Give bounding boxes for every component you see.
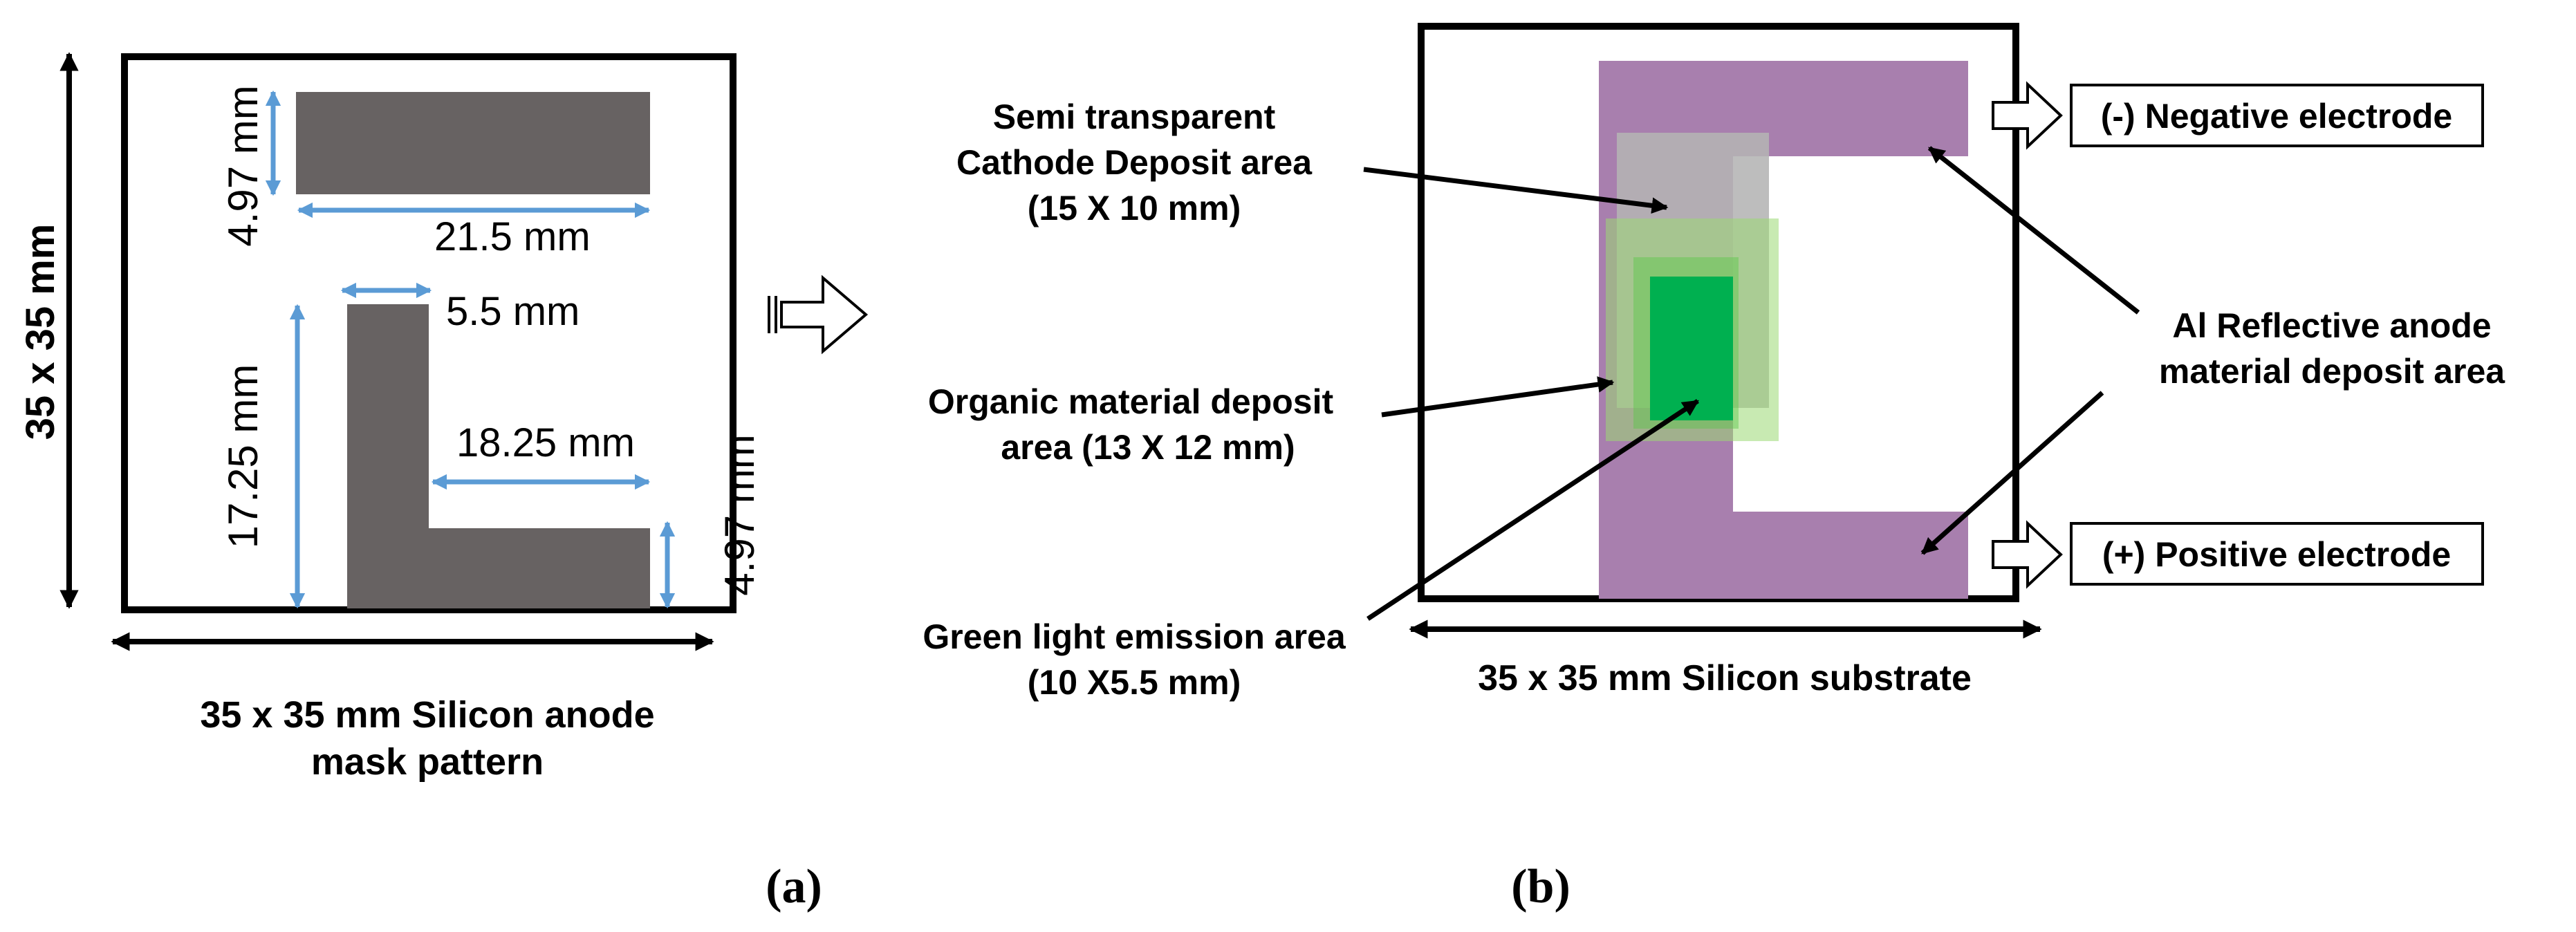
- cathode-label-line1: Semi transparent: [993, 97, 1276, 136]
- panel-a-caption-line1: 35 x 35 mm Silicon anode: [200, 694, 654, 736]
- anode-pointer-arrow-top: [1927, 146, 2140, 315]
- subfigure-label-b: (b): [1511, 860, 1570, 913]
- positive-electrode-label: (+) Positive electrode: [2102, 535, 2451, 574]
- height-dimension-label: 35 x 35 mm: [18, 224, 63, 440]
- emission-area: [1650, 277, 1733, 420]
- negative-electrode-arrow-icon: [1992, 81, 2063, 150]
- panel-b-caption: 35 x 35 mm Silicon substrate: [1478, 658, 1972, 698]
- cathode-label-line2: Cathode Deposit area: [956, 143, 1313, 182]
- leg-width-dim-label: 5.5 mm: [446, 289, 580, 334]
- arrow-right-icon: [768, 274, 869, 355]
- cathode-pointer-arrow: [1363, 167, 1669, 214]
- panel-a-caption-line2: mask pattern: [311, 741, 544, 783]
- organic-pointer-arrow: [1381, 376, 1615, 418]
- subfigure-label-a: (a): [766, 860, 822, 913]
- leg-height-dim-label: 17.25 mm: [220, 364, 266, 549]
- anode-label-line2: material deposit area: [2159, 352, 2505, 391]
- emission-label-line2: (10 X5.5 mm): [1028, 663, 1241, 702]
- negative-electrode-box: [2070, 84, 2484, 147]
- positive-electrode-box: [2070, 522, 2484, 586]
- top-width-dim-label: 21.5 mm: [434, 214, 591, 259]
- mask-l-shape: [347, 304, 650, 608]
- panel-a: 35 x 35 mm 4.97 mm 21.5 mm 5.5 mm 17.25 …: [18, 52, 822, 913]
- negative-electrode-label: (-) Negative electrode: [2101, 97, 2452, 136]
- anode-label-line1: Al Reflective anode: [2172, 306, 2491, 345]
- organic-label-line2: area (13 X 12 mm): [1001, 428, 1295, 467]
- organic-label-line1: Organic material deposit: [928, 382, 1334, 421]
- mask-top-bar: [296, 92, 650, 194]
- positive-electrode-arrow-icon: [1992, 520, 2063, 589]
- anode-bottom-bar: [1599, 512, 1968, 599]
- anode-pointer-arrow-bottom: [1920, 391, 2104, 555]
- emission-label-line1: Green light emission area: [923, 617, 1346, 656]
- cathode-label-line3: (15 X 10 mm): [1028, 189, 1241, 227]
- panel-b: Semi transparent Cathode Deposit area (1…: [923, 23, 2505, 913]
- top-height-dim-label: 4.97 mm: [220, 85, 266, 246]
- emission-pointer-arrow: [1366, 399, 1699, 621]
- foot-width-dim-label: 18.25 mm: [456, 420, 635, 465]
- foot-height-dim-label: 4.97 mm: [716, 434, 763, 595]
